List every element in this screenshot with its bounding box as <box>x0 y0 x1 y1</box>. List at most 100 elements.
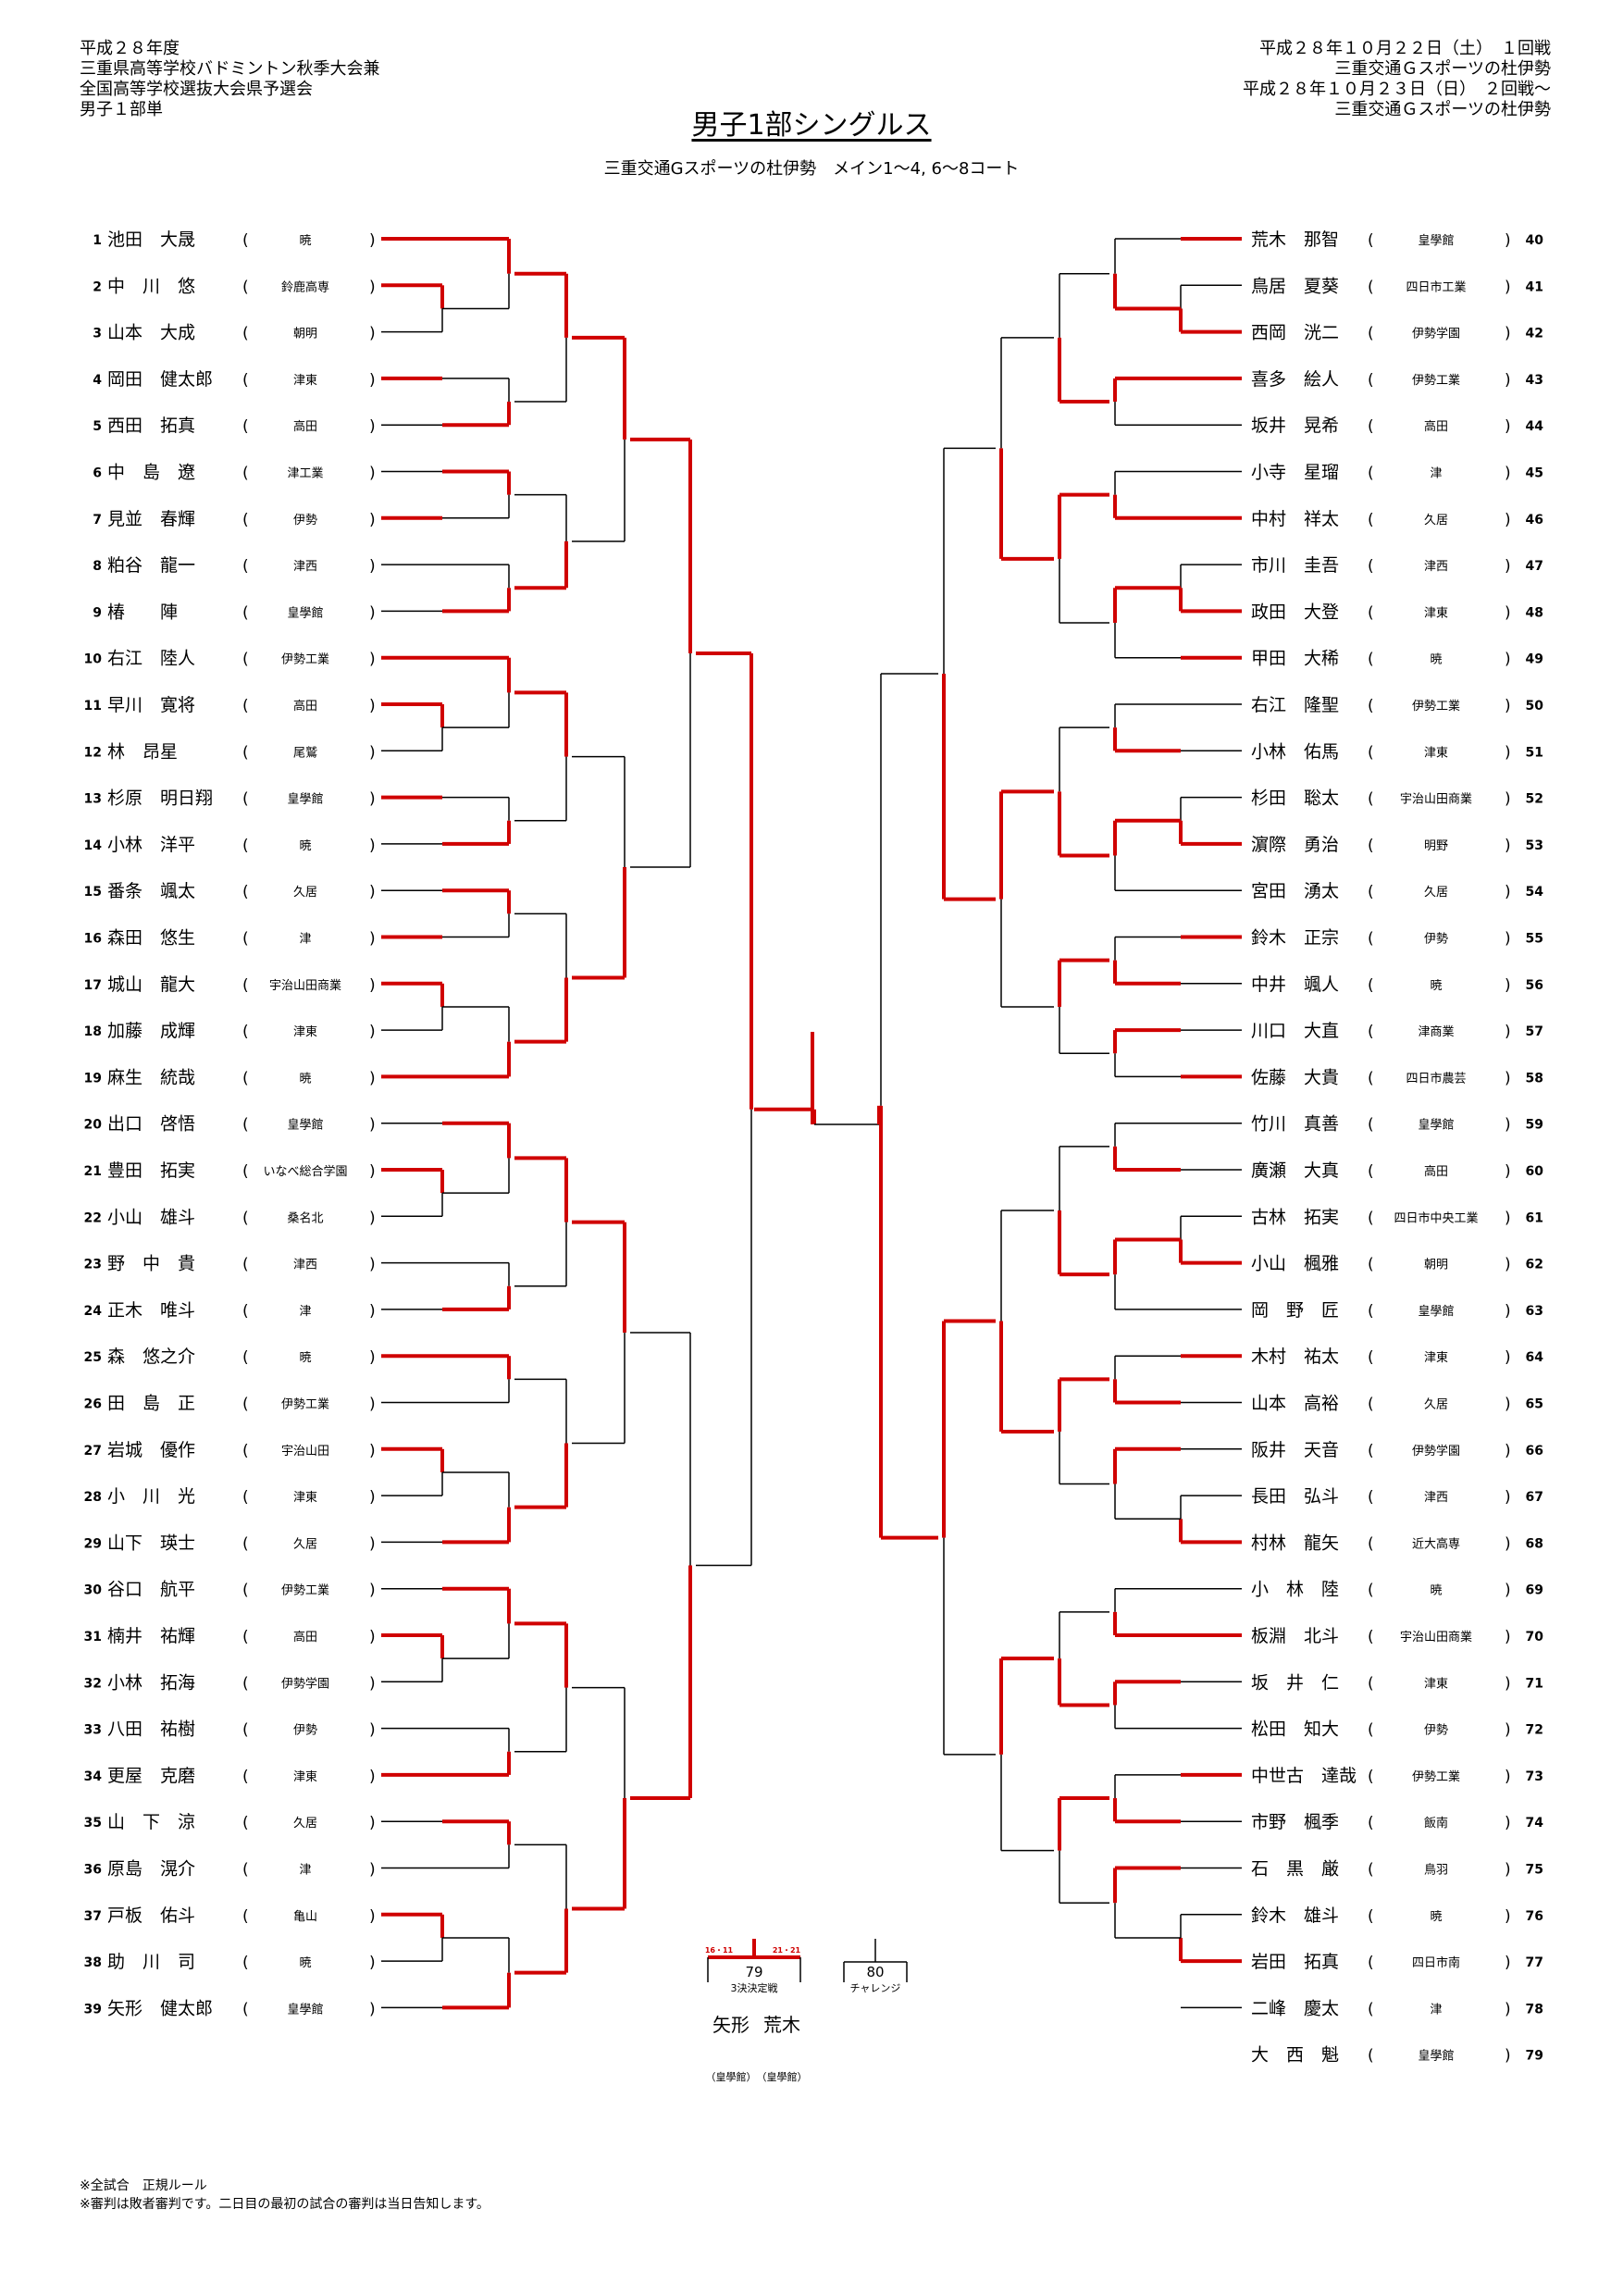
player-team: 伊勢 <box>1424 933 1448 947</box>
player-name: 見並 春輝 <box>107 509 195 529</box>
player-number: 62 <box>1526 1258 1543 1272</box>
team-paren-close: ) <box>369 511 376 529</box>
player-number: 67 <box>1526 1490 1543 1505</box>
team-paren-open: ( <box>1368 1116 1374 1135</box>
player-number: 51 <box>1526 745 1543 760</box>
player-team: 高田 <box>1424 1164 1448 1179</box>
player-team: 津東 <box>1424 1350 1448 1365</box>
player-number: 26 <box>84 1397 102 1412</box>
player-name: 山下 瑛士 <box>107 1533 195 1553</box>
third-place-score-left: 16・11 <box>705 1946 734 1955</box>
player-number: 3 <box>93 327 102 341</box>
team-paren-open: ( <box>1368 511 1374 529</box>
player-team: 皇學館 <box>1418 234 1454 248</box>
player-number: 54 <box>1526 885 1544 900</box>
player-number: 22 <box>84 1210 102 1225</box>
team-paren-close: ) <box>369 1256 376 1274</box>
player-name: 鈴木 雄斗 <box>1251 1905 1339 1926</box>
player-name: 岩田 拓真 <box>1251 1952 1339 1972</box>
team-paren-close: ) <box>1505 1814 1511 1832</box>
team-paren-open: ( <box>1368 2047 1374 2066</box>
team-paren-close: ) <box>1505 465 1511 483</box>
player-team: 津東 <box>293 1490 317 1505</box>
player-name: 宮田 湧太 <box>1251 881 1339 901</box>
player-team: 津西 <box>1424 560 1448 574</box>
team-paren-close: ) <box>1505 1302 1511 1321</box>
player-team: 津商業 <box>1418 1024 1454 1039</box>
team-paren-close: ) <box>1505 2047 1511 2066</box>
player-number: 36 <box>84 1863 102 1878</box>
team-paren-open: ( <box>242 1861 249 1880</box>
player-team: 暁 <box>299 1072 311 1086</box>
player-number: 76 <box>1526 1909 1543 1924</box>
player-team: 津 <box>299 1864 311 1878</box>
team-paren-close: ) <box>1505 1861 1511 1880</box>
team-paren-close: ) <box>369 743 376 762</box>
team-paren-close: ) <box>1505 1534 1511 1553</box>
team-paren-open: ( <box>1368 1628 1374 1646</box>
player-name: 矢形 健太郎 <box>107 1998 213 2018</box>
team-paren-close: ) <box>1505 1069 1511 1087</box>
team-paren-close: ) <box>1505 1348 1511 1367</box>
team-paren-close: ) <box>1505 1768 1511 1786</box>
team-paren-open: ( <box>242 1162 249 1181</box>
player-name: 林 昂星 <box>107 741 178 762</box>
team-paren-close: ) <box>369 1069 376 1087</box>
team-paren-open: ( <box>242 1396 249 1414</box>
team-paren-close: ) <box>369 976 376 995</box>
player-team: 暁 <box>299 234 311 248</box>
player-name: 松田 知大 <box>1251 1719 1339 1740</box>
team-paren-close: ) <box>369 2000 376 2018</box>
player-name: 山本 大成 <box>107 323 195 343</box>
team-paren-open: ( <box>242 1209 249 1227</box>
player-team: 桑名北 <box>287 1210 323 1225</box>
player-team: 暁 <box>299 1351 311 1365</box>
team-paren-open: ( <box>1368 2000 1374 2018</box>
team-paren-close: ) <box>369 557 376 576</box>
team-paren-open: ( <box>242 1023 249 1041</box>
team-paren-open: ( <box>242 2000 249 2018</box>
player-number: 49 <box>1526 652 1543 667</box>
player-number: 21 <box>84 1164 102 1179</box>
third-place-team-left: （皇學館） <box>706 2070 757 2083</box>
player-team: 飯南 <box>1424 1816 1448 1831</box>
player-name: 川口 大直 <box>1251 1021 1339 1041</box>
player-number: 73 <box>1526 1769 1543 1784</box>
team-paren-open: ( <box>1368 1721 1374 1740</box>
team-paren-close: ) <box>369 1209 376 1227</box>
third-place-label: 3決決定戦 <box>731 1981 778 1994</box>
player-team: 近大高専 <box>1412 1536 1460 1551</box>
player-name: 小林 洋平 <box>107 835 195 855</box>
player-team: 宇治山田 <box>281 1445 329 1458</box>
player-number: 7 <box>93 513 102 527</box>
team-paren-close: ) <box>1505 743 1511 762</box>
team-paren-open: ( <box>1368 1023 1374 1041</box>
team-paren-close: ) <box>369 1954 376 1972</box>
team-paren-close: ) <box>369 1721 376 1740</box>
player-number: 27 <box>84 1444 102 1458</box>
team-paren-open: ( <box>1368 790 1374 809</box>
team-paren-open: ( <box>242 651 249 669</box>
team-paren-open: ( <box>242 603 249 622</box>
team-paren-close: ) <box>369 1162 376 1181</box>
player-number: 12 <box>84 745 102 760</box>
player-team: 伊勢 <box>1424 1724 1448 1738</box>
player-name: 八田 祐樹 <box>107 1719 195 1740</box>
team-paren-open: ( <box>242 325 249 343</box>
player-team: 尾鷲 <box>293 746 317 760</box>
team-paren-open: ( <box>1368 1768 1374 1786</box>
header-left-line: 三重県高等学校バドミントン秋季大会兼 <box>80 59 380 79</box>
team-paren-close: ) <box>1505 1954 1511 1972</box>
player-name: 助 川 司 <box>107 1952 195 1972</box>
team-paren-open: ( <box>1368 930 1374 949</box>
player-number: 65 <box>1526 1397 1543 1412</box>
player-name: 中村 祥太 <box>1251 509 1339 529</box>
player-name: 石 黒 厳 <box>1251 1859 1339 1880</box>
team-paren-open: ( <box>242 1814 249 1832</box>
team-paren-close: ) <box>1505 697 1511 715</box>
player-team: 四日市中央工業 <box>1394 1210 1478 1225</box>
team-paren-open: ( <box>242 883 249 901</box>
player-name: 大 西 魁 <box>1251 2045 1339 2066</box>
player-team: 津工業 <box>287 466 323 481</box>
player-number: 69 <box>1526 1583 1543 1598</box>
